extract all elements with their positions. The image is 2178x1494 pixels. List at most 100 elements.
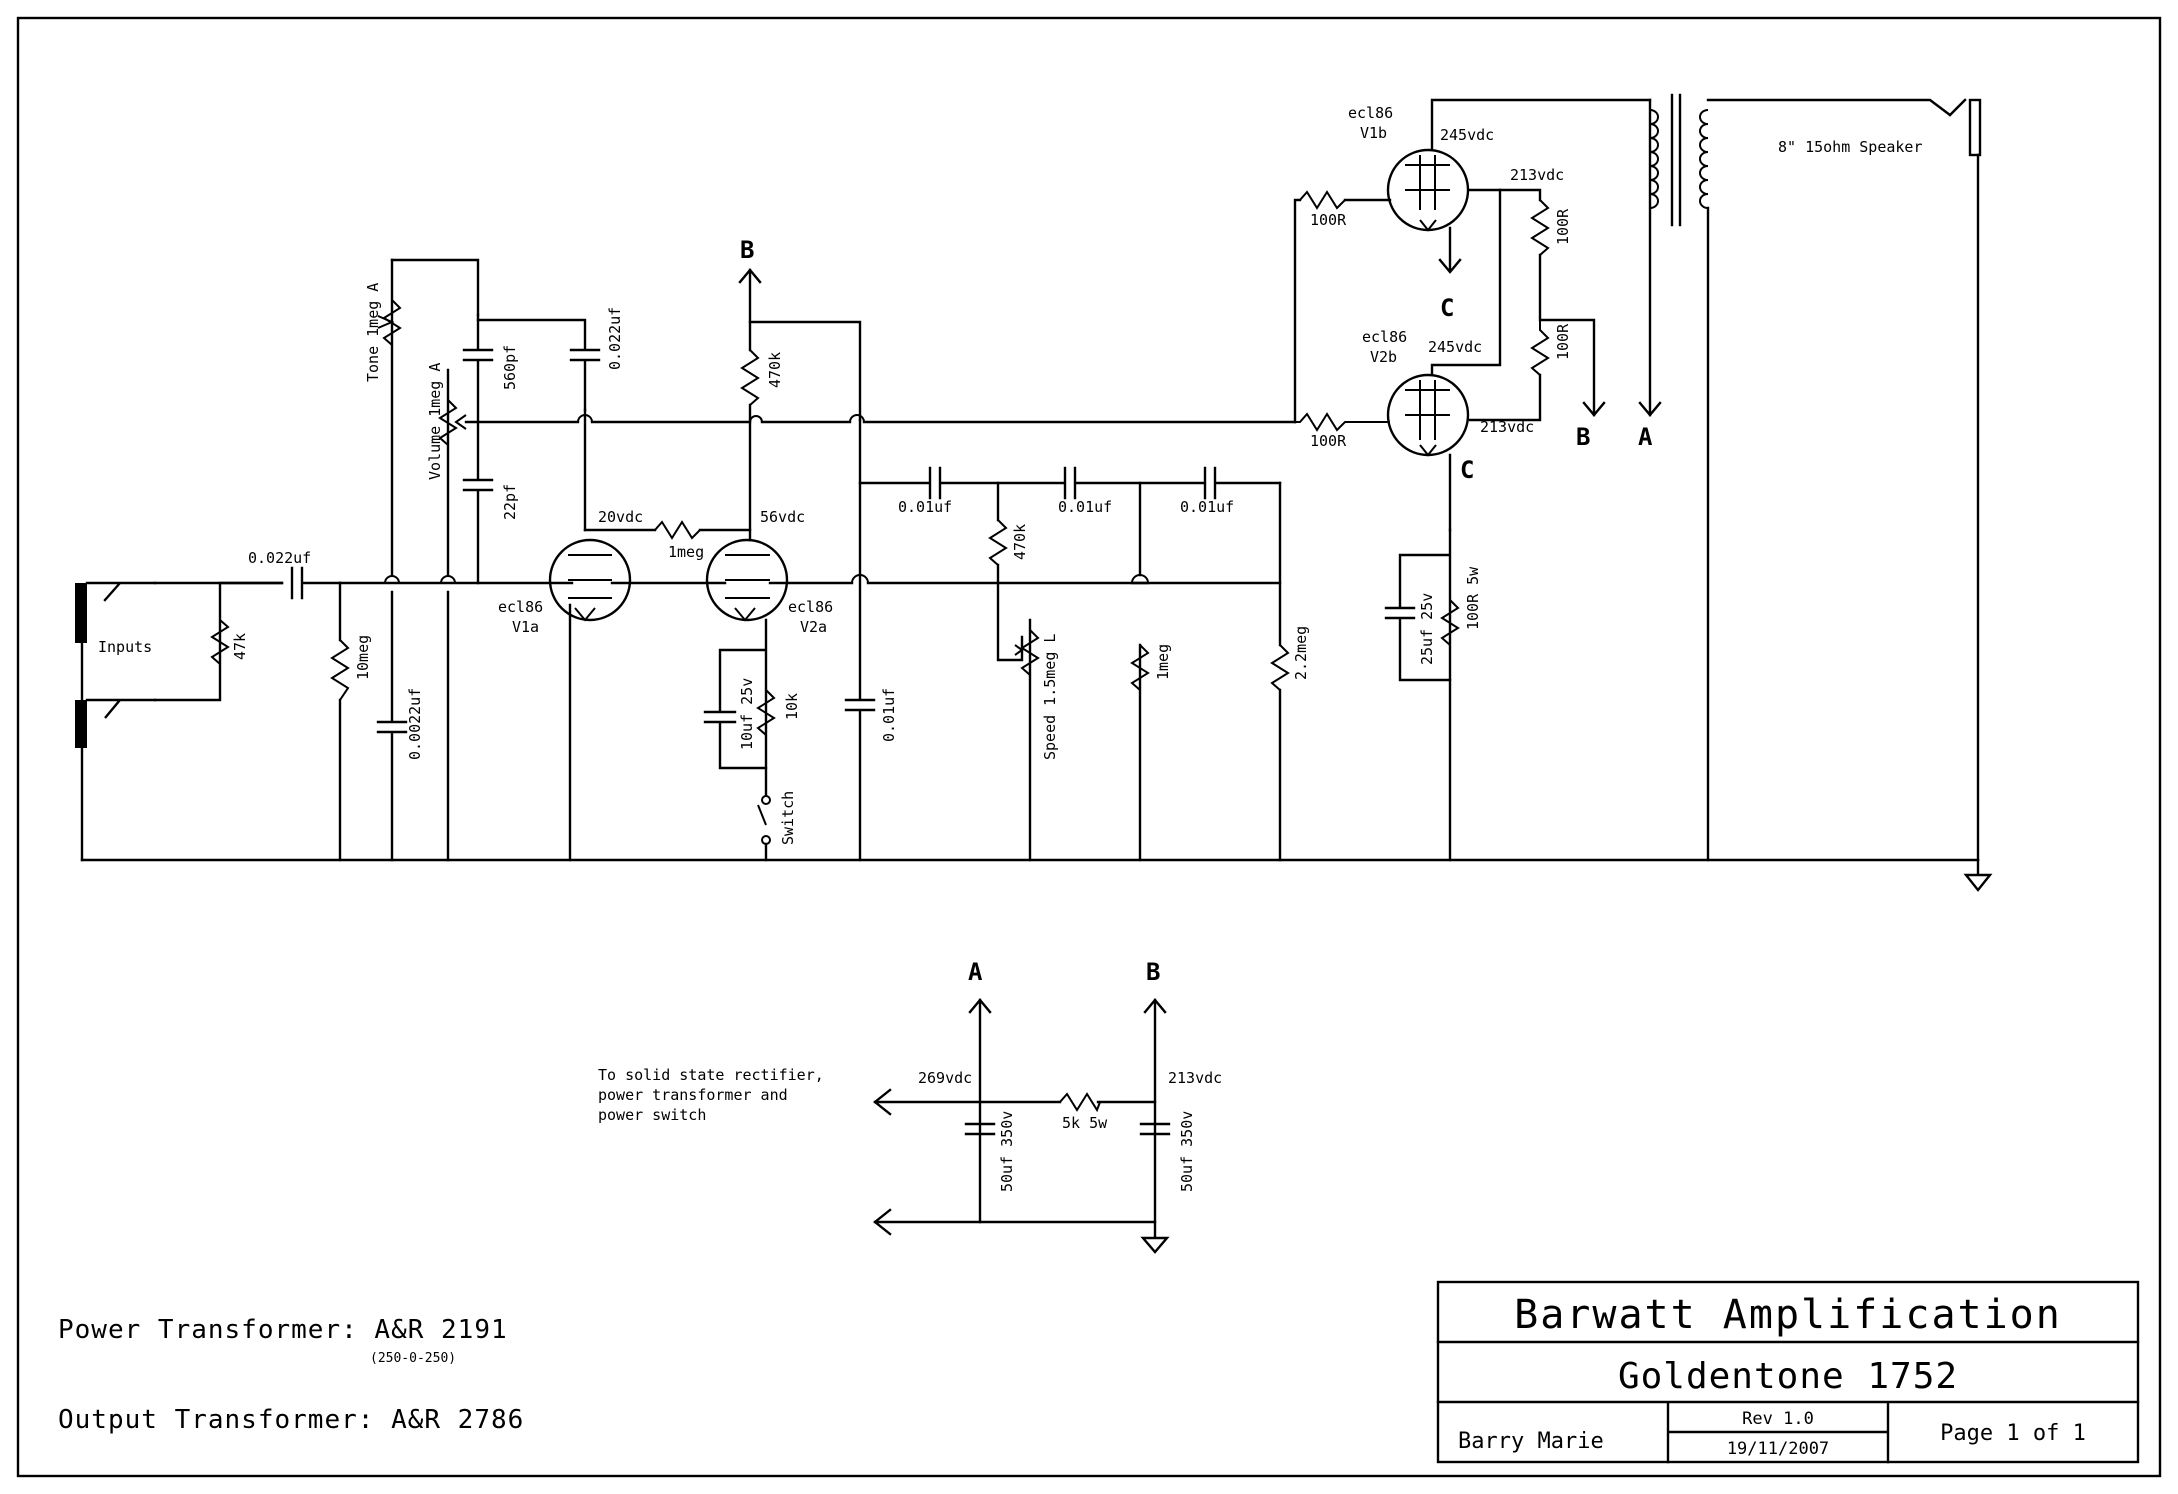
resistor-22meg [1270,644,1290,691]
r1meg-b-label: 1meg [1154,644,1172,680]
v20-label: 20vdc [598,508,643,526]
b-plus-rail [748,320,862,422]
power-transformer-sub: (250-0-250) [370,1351,456,1366]
r10meg-label: 10meg [354,635,372,680]
v213-a-label: 213vdc [1510,166,1564,184]
speed-pot [1020,629,1040,676]
v2b-type-label: ecl86 [1362,328,1407,346]
supply-note-1: To solid state rectifier, [598,1066,824,1084]
cap-50uf-b [1139,1122,1171,1136]
crossover-5 [1131,574,1149,584]
r22meg-label: 2.2meg [1292,626,1310,680]
phase-caps [858,466,1282,500]
speaker-icon [1968,98,1982,157]
speaker-label: 8" 15ohm Speaker [1778,138,1923,156]
node-b-mid: B [1576,423,1590,451]
cap-00022 [376,258,408,862]
cap-0022-top [476,318,601,412]
c001-c-label: 0.01uf [1058,498,1112,516]
r100r5w-label: 100R 5w [1464,566,1482,630]
v2b-name-label: V2b [1370,348,1397,366]
grid-feed-v1b [1293,198,1302,424]
resistor-5k [1059,1092,1101,1113]
v2b-screen [1468,373,1542,422]
r100-d-label: 100R [1554,323,1572,360]
c50-b-label: 50uf 350v [1178,1111,1196,1192]
c001-d-label: 0.01uf [1180,498,1234,516]
volume-wiper [454,414,467,430]
product-name: Goldentone 1752 [1618,1356,1958,1397]
v2a-name-label: V2a [800,618,827,636]
r100-a-label: 100R [1310,211,1347,229]
c560-label: 560pf [501,345,519,390]
v269-label: 269vdc [918,1069,972,1087]
ps-a-label: A [968,958,983,986]
supply-note-2: power transformer and [598,1086,788,1104]
v2b-plate [1430,188,1502,377]
v213-b-label: 213vdc [1480,418,1534,436]
ps-b-rail [1143,998,1167,1224]
cap-50uf-a [964,1122,996,1136]
transformer-primary-wire [1638,98,1662,417]
tube-v2a [705,538,789,622]
node-c-b: C [1460,456,1474,484]
crossover-1 [384,575,400,584]
r1meg-b-wire [1130,481,1150,862]
tube-v2a-internals [725,554,770,622]
r47k-label: 47k [231,633,249,660]
input-jacks [75,581,157,862]
v1b-name-label: V1b [1360,124,1387,142]
v213-ps-label: 213vdc [1168,1069,1222,1087]
author-name: Barry Marie [1458,1429,1604,1454]
v2a-type-label: ecl86 [788,598,833,616]
v1b-cathode-arrow [1438,226,1462,274]
ps-b-label: B [1146,958,1160,986]
switch-contact-top [761,795,771,805]
node-c-a: C [1440,294,1454,322]
tube-v1b-internals [1405,155,1450,232]
r100-b-label: 100R [1310,432,1347,450]
v1b-screen [1468,188,1542,202]
sheet-border [16,16,2162,1478]
page-number: Page 1 of 1 [1940,1421,2086,1446]
ground-symbol-main [1963,858,1993,892]
resistor-470k-b [988,519,1008,566]
resistor-100r-c [1530,199,1550,256]
r5k-label: 5k 5w [1062,1114,1108,1132]
v2a-cathode-bypass [703,618,768,770]
v245-b-label: 245vdc [1428,338,1482,356]
inputs-label: Inputs [98,638,152,656]
tone-label: Tone 1meg A [364,283,382,382]
resistor-10k [756,689,776,736]
secondary-winding [1699,109,1709,209]
v1b-plate-to-transformer [1430,98,1652,152]
resistor-10meg [330,639,350,701]
v1b-type-label: ecl86 [1348,104,1393,122]
crossover-2 [440,575,456,584]
c22-label: 22pf [501,484,519,520]
cap-001-a [844,418,876,862]
c25uf-label: 25uf 25v [1418,593,1436,665]
resistor-100r-b [1295,412,1390,432]
v1a-type-label: ecl86 [498,598,543,616]
title-block [1436,1280,2140,1464]
resistor-100r-a[interactable] [1299,190,1346,210]
cathode-bypass-output [1384,528,1452,682]
power-transformer-note: Power Transformer: A&R 2191 [58,1315,508,1345]
switch-lever[interactable] [757,804,767,826]
speed-label: Speed 1.5meg L [1041,634,1059,760]
r10k-label: 10k [783,693,801,720]
c0022-top-label: 0.022uf [606,307,624,370]
speaker-cone [1948,98,1967,117]
v1a-name-label: V1a [512,618,539,636]
resistor-47k [210,619,230,665]
revision: Rev 1.0 [1742,1409,1814,1429]
volume-pot [438,399,458,446]
transformer-secondary-wire [1706,98,1952,862]
r470k-top-label: 470k [766,352,784,388]
resistor-1meg-b [1130,644,1150,691]
r470k-b-wire [996,481,1024,662]
resistor-100r-5w [1440,599,1460,646]
node-a-mid: A [1638,423,1653,451]
